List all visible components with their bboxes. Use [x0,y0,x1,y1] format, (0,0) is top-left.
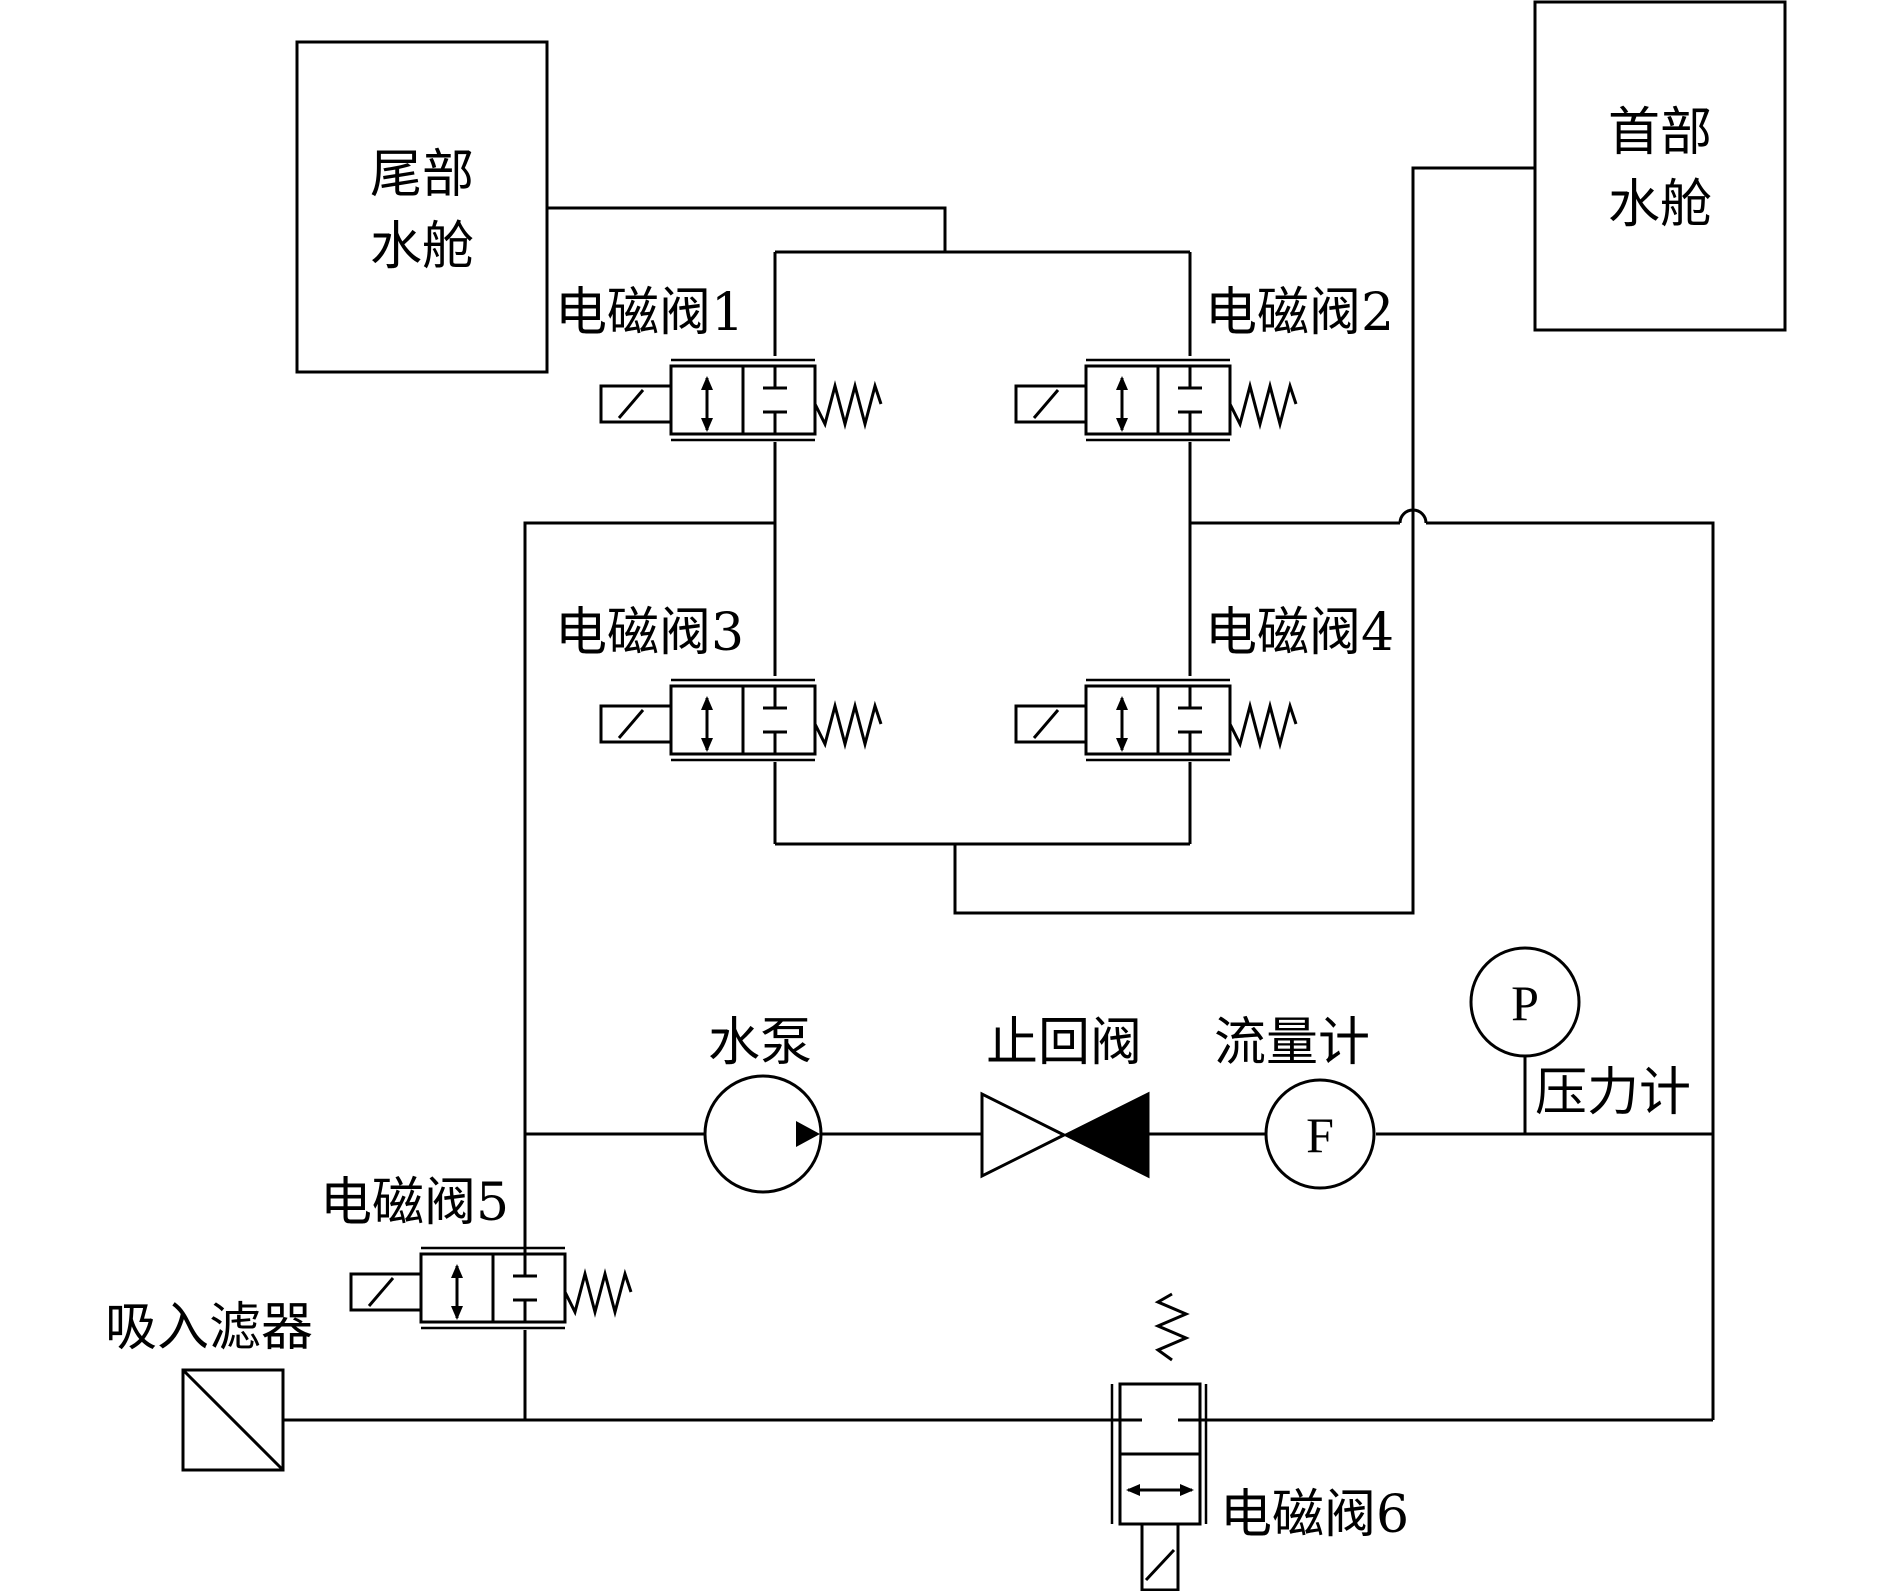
check-valve: 止回阀 [980,1013,1150,1179]
pump-label: 水泵 [708,1013,812,1073]
solenoid-valve-4: 电磁阀4 [1014,603,1394,762]
tail-tank-label-2: 水舱 [370,217,474,277]
valve-3-label: 电磁阀3 [555,603,744,663]
suction-filter: 吸入滤器 [105,1298,313,1472]
valve-4-label: 电磁阀4 [1205,603,1394,663]
tail-tank-label-1: 尾部 [370,145,474,205]
flow-meter-label: 流量计 [1214,1013,1370,1073]
flow-meter-symbol: F [1306,1107,1334,1163]
head-tank-label-2: 水舱 [1608,175,1712,235]
solenoid-valve-5: 电磁阀5 [320,1173,633,1330]
flow-meter: F 流量计 [1214,1013,1376,1190]
suction-filter-label: 吸入滤器 [105,1298,313,1358]
valve-2-label: 电磁阀2 [1205,283,1394,343]
solenoid-valve-3: 电磁阀3 [555,603,883,762]
water-pump: 水泵 [703,1013,823,1194]
solenoid-valve-2: 电磁阀2 [1014,283,1394,442]
head-tank-label-1: 首部 [1608,103,1712,163]
head-water-tank: 首部 水舱 [1533,0,1787,332]
tail-water-tank: 尾部 水舱 [295,40,549,374]
pressure-gauge-label: 压力计 [1535,1063,1691,1123]
solenoid-valve-6: 电磁阀6 [1110,1292,1409,1591]
valve-5-label: 电磁阀5 [320,1173,509,1233]
pressure-gauge-symbol: P [1511,975,1539,1031]
solenoid-valve-1: 电磁阀1 [555,283,883,442]
valve-6-label: 电磁阀6 [1220,1485,1409,1545]
check-valve-label: 止回阀 [986,1013,1142,1073]
valve-1-label: 电磁阀1 [555,283,744,343]
pressure-gauge: P 压力计 [1469,946,1691,1123]
piping [283,166,1715,1422]
